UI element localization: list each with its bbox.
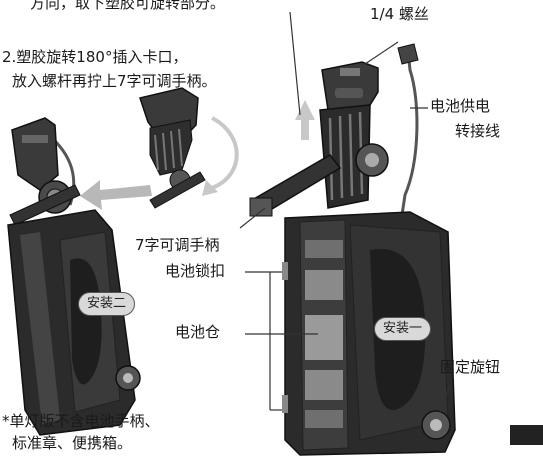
step2-line1: 2.塑胶旋转180°插入卡口， (2, 48, 188, 66)
right-battery-handle (249, 43, 456, 456)
battery-cable-label-2: 转接线 (455, 122, 501, 140)
step1-text: 方向，取下塑胶可旋转部分。 (30, 0, 226, 12)
knob-label: 固定旋钮 (440, 358, 501, 376)
battery-lock-label: 电池锁扣 (165, 262, 226, 280)
battery-cable-label-1: 电池供电 (430, 97, 491, 115)
step2-line2: 放入螺杆再拧上7字可调手柄。 (12, 72, 217, 90)
battery-compartment-label: 电池仓 (175, 323, 221, 341)
rotation-arrow (211, 116, 239, 190)
install-one-badge: 安装一 (374, 317, 432, 341)
note-line2: 标准章、便携箱。 (12, 434, 133, 452)
handle-7-label: 7字可调手柄 (135, 236, 220, 254)
move-arrow-left (80, 180, 152, 210)
install-two-badge: 安装二 (78, 292, 136, 316)
screw-label: 1/4 螺丝 (370, 5, 429, 23)
corner-mark (510, 425, 543, 445)
note-line1: *单灯版不含电池手柄、 (2, 412, 160, 430)
rotated-plastic-part (139, 87, 206, 209)
move-arrow-up (295, 100, 315, 140)
leader-lines (239, 11, 451, 413)
left-battery-handle (7, 117, 141, 436)
